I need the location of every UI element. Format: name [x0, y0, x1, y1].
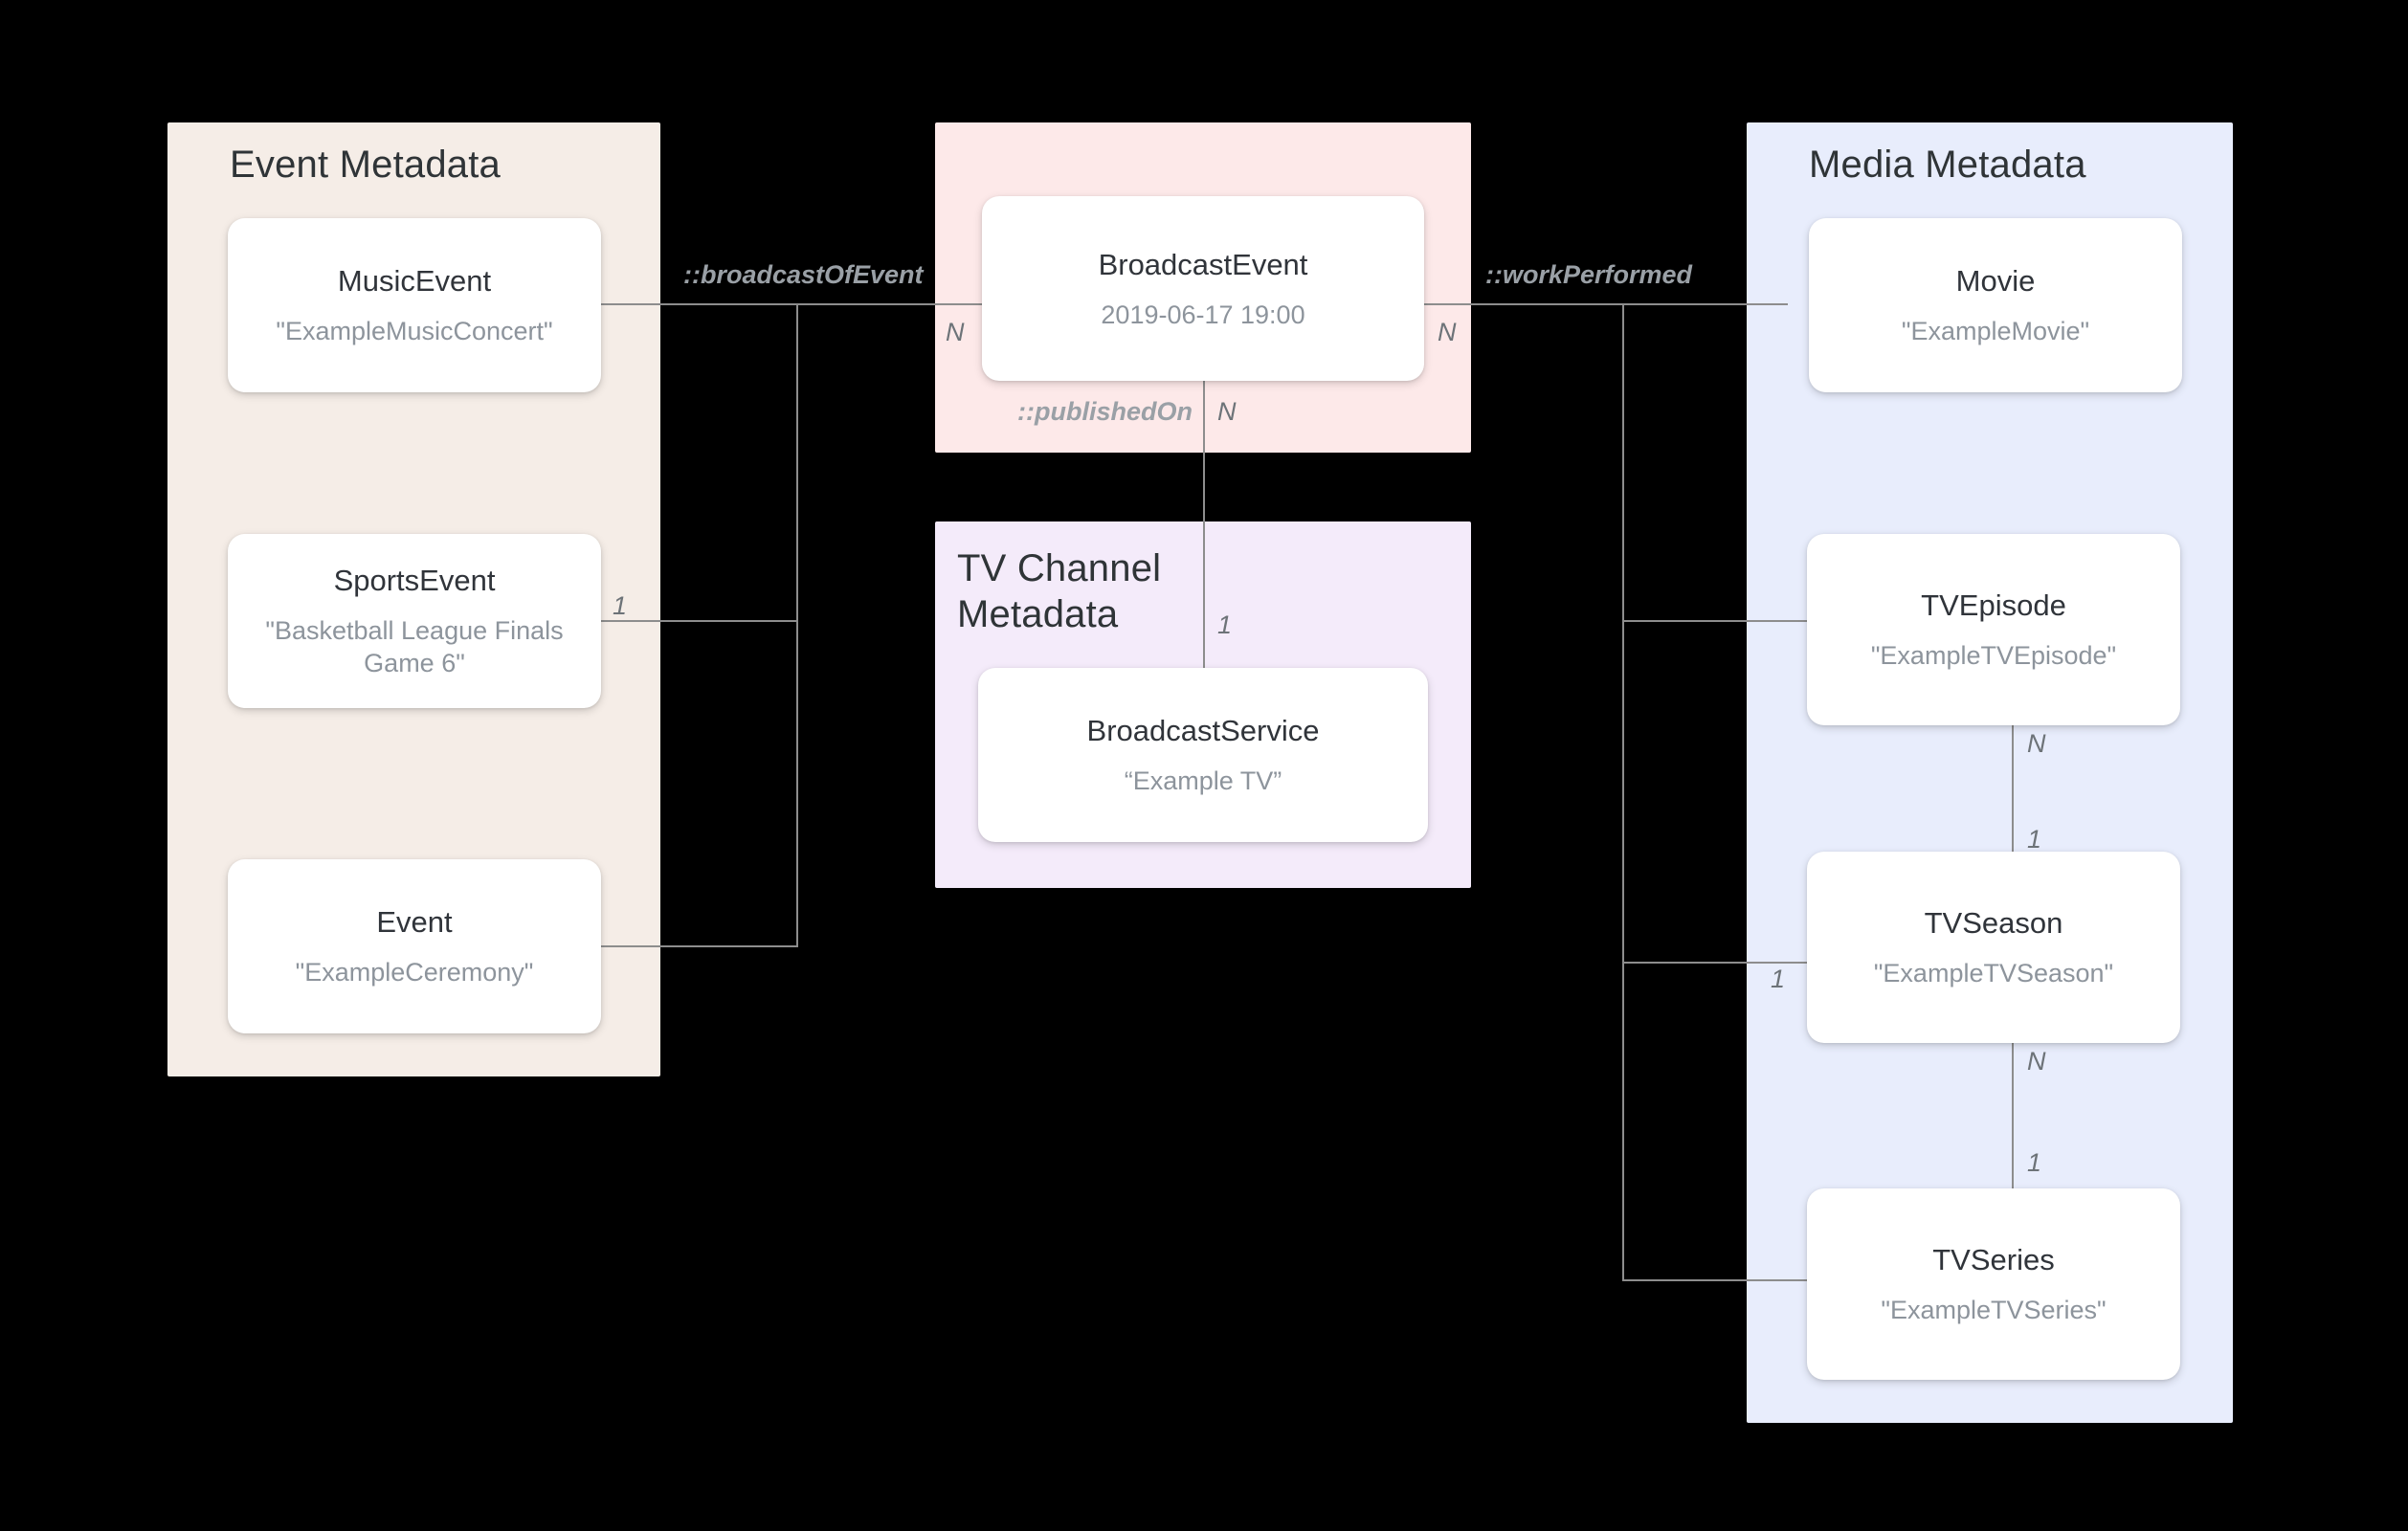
relation-label-work-performed: ::workPerformed — [1485, 260, 1693, 289]
card-sports-event-title: SportsEvent — [333, 564, 496, 597]
card-event[interactable]: Event "ExampleCeremony" — [228, 859, 601, 1033]
connector-media-trunk — [1622, 303, 1624, 1279]
cardinality-broadcast-event-right: N — [1438, 318, 1457, 346]
connector-season-to-series — [2012, 1043, 2014, 1208]
cardinality-broadcast-event-bottom: N — [1217, 397, 1237, 426]
card-tv-season-value: "ExampleTVSeason" — [1873, 959, 2114, 987]
card-event-value: "ExampleCeremony" — [295, 958, 534, 987]
cardinality-tv-season-left: 1 — [1771, 965, 1786, 993]
connector-tv-season — [1622, 962, 1809, 964]
card-broadcast-service-value: “Example TV” — [1124, 766, 1282, 795]
connector-sports-event — [598, 620, 798, 622]
card-tv-series[interactable]: TVSeries "ExampleTVSeries" — [1807, 1188, 2180, 1380]
connector-published-on — [1203, 381, 1205, 668]
connector-tv-series — [1622, 1279, 1809, 1281]
connector-tv-episode — [1622, 620, 1809, 622]
card-music-event[interactable]: MusicEvent "ExampleMusicConcert" — [228, 218, 601, 392]
card-sports-event[interactable]: SportsEvent "Basketball League Finals Ga… — [228, 534, 601, 708]
cardinality-tv-episode-bottom: N — [2027, 729, 2046, 758]
cardinality-tv-season-top: 1 — [2027, 825, 2042, 854]
panel-title-tv-channel-metadata: TV Channel Metadata — [957, 547, 1162, 635]
connector-event-trunk — [796, 303, 798, 947]
cardinality-broadcast-event-left: N — [946, 318, 965, 346]
connector-broadcast-event-right — [1424, 303, 1788, 305]
cardinality-tv-series-top: 1 — [2027, 1148, 2042, 1177]
relation-label-published-on: ::publishedOn — [1017, 397, 1193, 426]
card-broadcast-event-title: BroadcastEvent — [1098, 247, 1308, 281]
relation-label-broadcast-of-event: ::broadcastOfEvent — [683, 260, 924, 289]
card-music-event-title: MusicEvent — [337, 264, 492, 298]
card-broadcast-event[interactable]: BroadcastEvent 2019-06-17 19:00 — [982, 196, 1424, 381]
card-tv-episode-title: TVEpisode — [1921, 588, 2066, 622]
card-broadcast-event-value: 2019-06-17 19:00 — [1101, 300, 1305, 329]
connector-trunk-to-broadcast-event — [796, 303, 982, 305]
card-tv-season-title: TVSeason — [1924, 906, 2063, 940]
card-movie-value: "ExampleMovie" — [1901, 317, 2090, 345]
card-tv-episode[interactable]: TVEpisode "ExampleTVEpisode" — [1807, 534, 2180, 725]
card-broadcast-service[interactable]: BroadcastService “Example TV” — [978, 668, 1428, 842]
card-event-title: Event — [376, 905, 453, 939]
panel-title-event-metadata: Event Metadata — [230, 144, 501, 186]
card-tv-series-title: TVSeries — [1932, 1243, 2055, 1276]
cardinality-tv-season-bottom: N — [2027, 1047, 2046, 1076]
card-sports-event-value: "Basketball League Finals Game 6" — [265, 616, 564, 677]
card-movie-title: Movie — [1955, 264, 2036, 298]
cardinality-broadcast-service: 1 — [1217, 610, 1233, 639]
panel-title-media-metadata: Media Metadata — [1809, 144, 2086, 186]
cardinality-sports-event: 1 — [613, 591, 628, 620]
card-music-event-value: "ExampleMusicConcert" — [276, 317, 553, 345]
card-movie[interactable]: Movie "ExampleMovie" — [1809, 218, 2182, 392]
card-tv-series-value: "ExampleTVSeries" — [1881, 1296, 2107, 1324]
connector-music-event — [598, 303, 798, 305]
card-tv-season[interactable]: TVSeason "ExampleTVSeason" — [1807, 852, 2180, 1043]
connector-event — [598, 945, 798, 947]
card-broadcast-service-title: BroadcastService — [1086, 714, 1320, 747]
card-tv-episode-value: "ExampleTVEpisode" — [1870, 641, 2117, 670]
connector-episode-to-season — [2012, 725, 2014, 890]
